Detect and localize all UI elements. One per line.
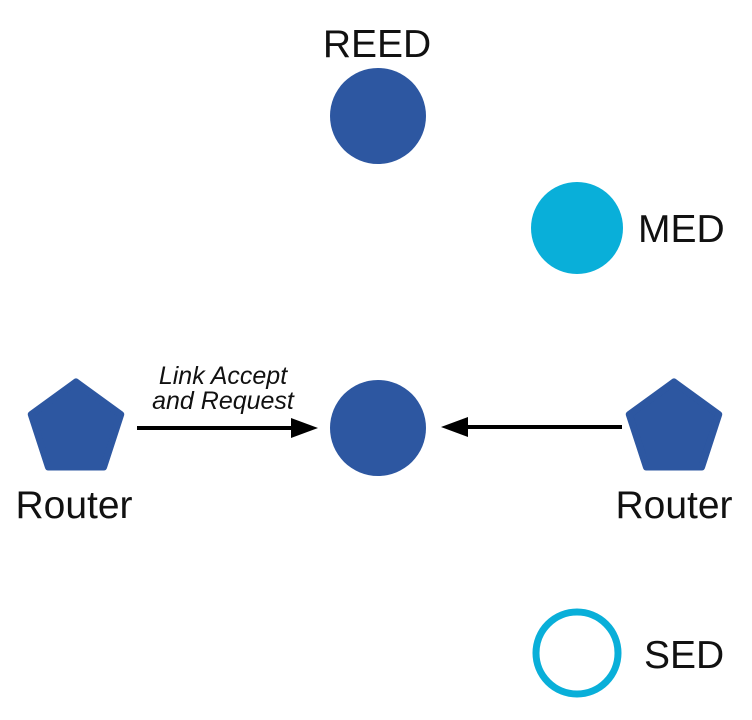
edge-label-line2: and Request — [152, 387, 295, 415]
med-node-label: MED — [638, 208, 725, 251]
router-left-pentagon — [27, 378, 125, 471]
router-right-pentagon — [625, 378, 723, 471]
router-right-label: Router — [615, 484, 732, 527]
router-left-label: Router — [15, 484, 132, 527]
sed-node-label: SED — [644, 634, 724, 677]
reed-node-circle — [330, 68, 426, 164]
arrow-left-head — [291, 418, 318, 438]
arrow-right-head — [441, 417, 468, 437]
med-node-circle — [531, 182, 623, 274]
center-node-circle — [330, 380, 426, 476]
edge-label-line1: Link Accept — [159, 362, 288, 390]
arrow-left-to-center — [137, 418, 318, 438]
reed-node-label: REED — [323, 23, 431, 66]
arrow-right-to-center — [441, 417, 622, 437]
sed-node-ring — [532, 608, 622, 698]
